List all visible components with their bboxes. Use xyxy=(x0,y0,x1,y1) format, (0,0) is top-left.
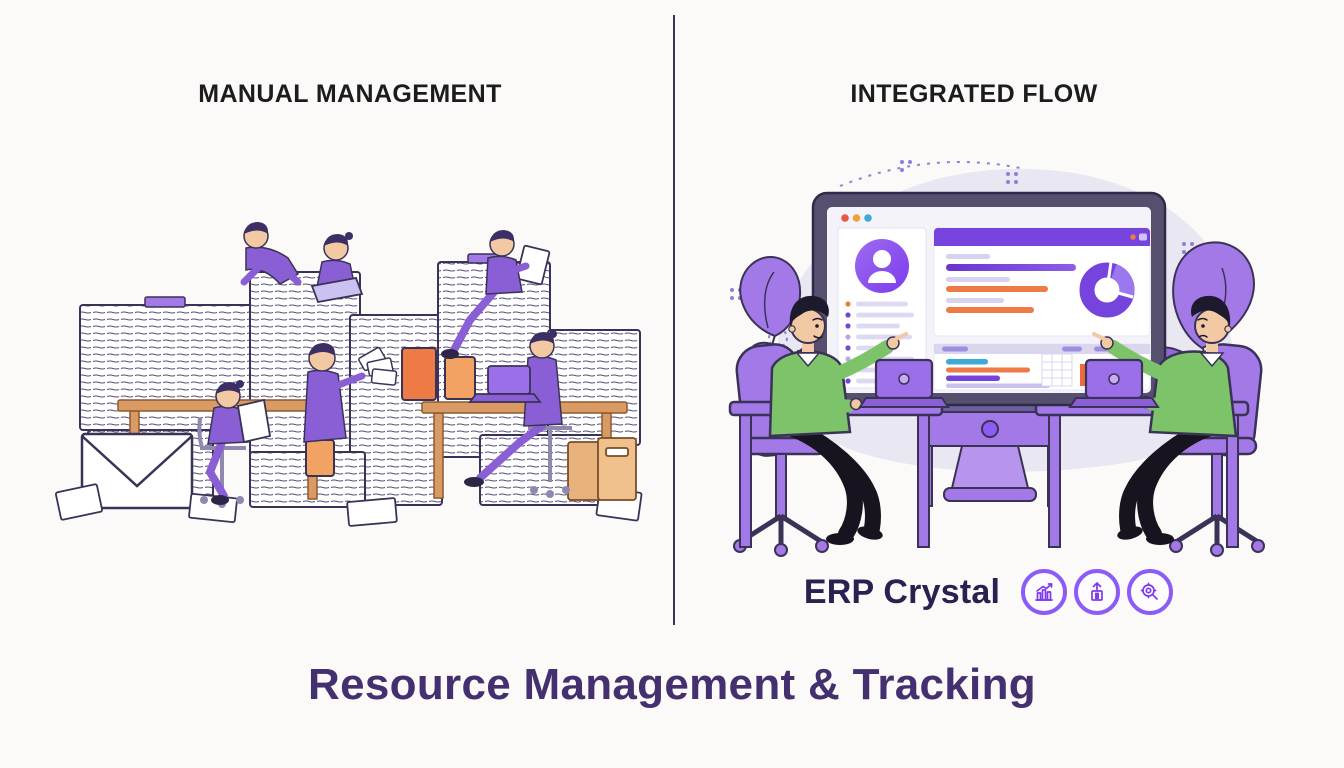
worker-reading xyxy=(197,380,272,508)
archive-folders xyxy=(567,437,637,501)
page-title: Resource Management & Tracking xyxy=(308,660,1036,709)
brand-name: ERP Crystal xyxy=(803,572,1001,611)
orange-stool xyxy=(444,356,476,400)
worker-laptop-top xyxy=(310,232,364,304)
integrated-flow-illustration xyxy=(728,160,1265,557)
worker-on-stack xyxy=(441,230,530,359)
worker-sorting xyxy=(303,343,398,477)
mini-table xyxy=(1041,353,1073,387)
worker-leaning xyxy=(240,222,302,286)
orange-folder xyxy=(401,347,437,401)
left-panel-heading: MANUAL MANAGEMENT xyxy=(198,80,502,108)
worker-laptop-desk xyxy=(464,330,572,498)
laptop-left xyxy=(858,358,950,408)
purple-binder xyxy=(144,296,186,308)
search-gear-icon xyxy=(1127,569,1173,615)
growth-chart-icon xyxy=(1021,569,1067,615)
package-upload-icon xyxy=(1074,569,1120,615)
envelope-icon xyxy=(80,432,194,510)
dashboard-main-card xyxy=(933,227,1151,337)
monitor xyxy=(811,191,1167,407)
decor-dashed-arc xyxy=(839,161,1021,187)
donut-chart xyxy=(1079,261,1135,318)
right-panel-heading: INTEGRATED FLOW xyxy=(850,80,1098,108)
brand-row: ERP Crystal xyxy=(790,562,1210,622)
browser-dots xyxy=(841,214,872,222)
panel-divider xyxy=(673,15,675,625)
analyst-left xyxy=(768,295,908,545)
laptop-right xyxy=(1068,358,1160,408)
manual-management-illustration xyxy=(55,222,643,527)
